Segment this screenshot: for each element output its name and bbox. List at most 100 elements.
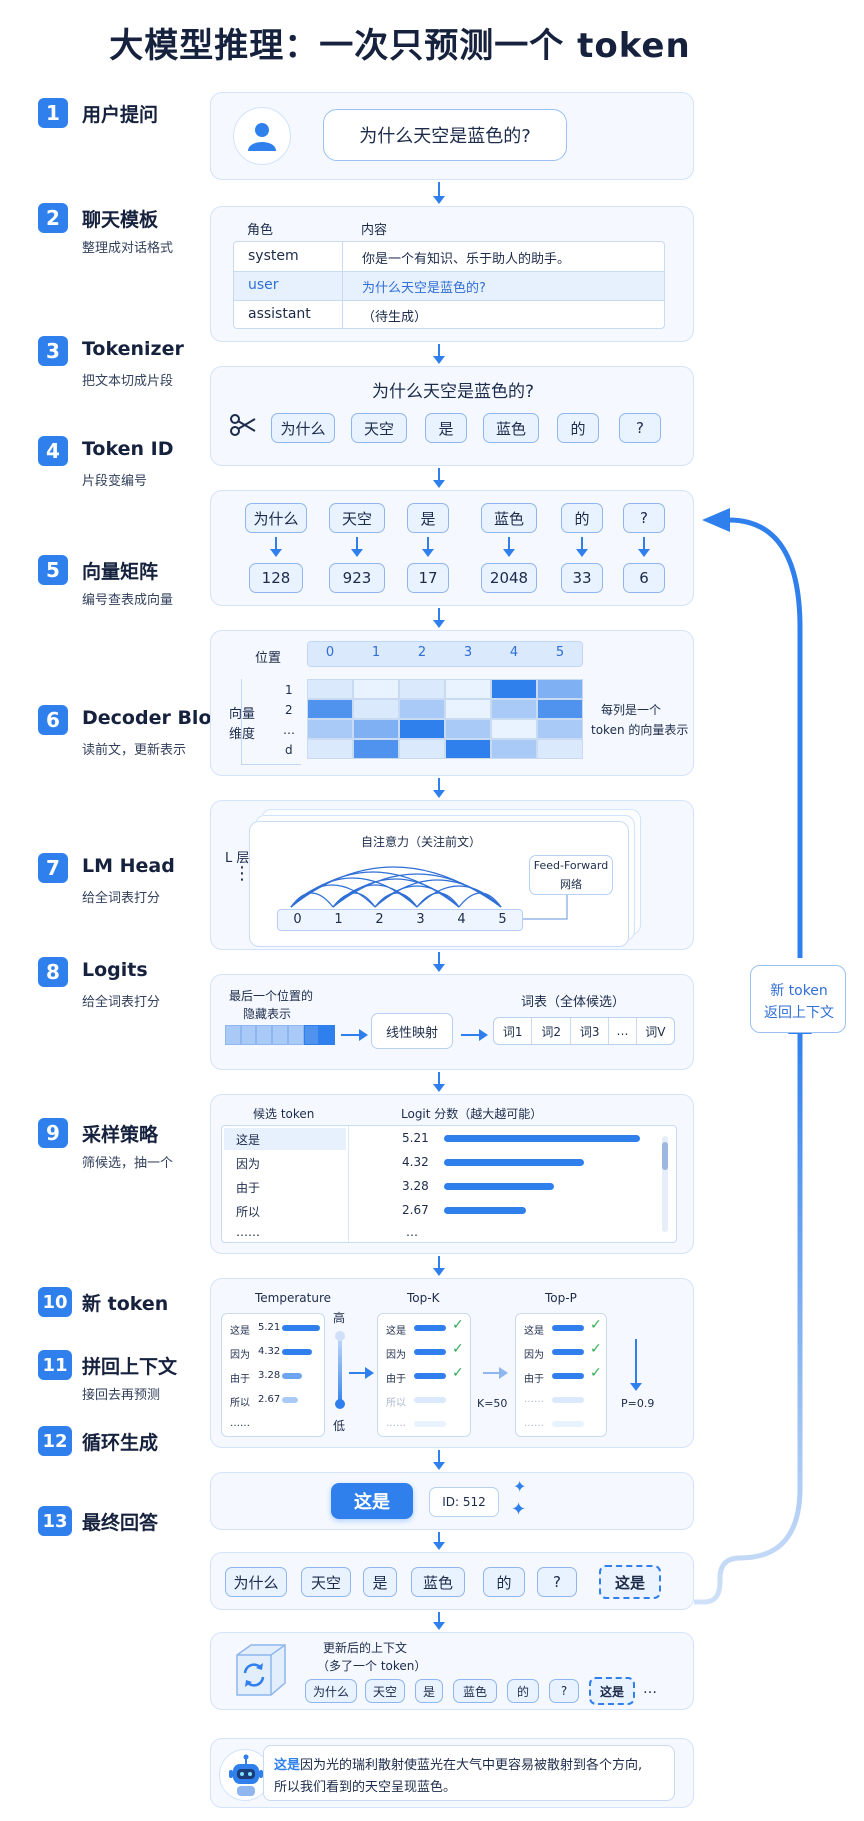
loop-back-label-box: 新 token 返回上下文 <box>750 965 846 1033</box>
topk-token: 这是 <box>386 1326 406 1337</box>
step-title: 用户提问 <box>82 104 159 126</box>
token-chip: 天空 <box>329 503 385 533</box>
slider-knob[interactable] <box>335 1399 345 1409</box>
matrix-cell <box>491 699 537 719</box>
id-arrow <box>575 537 589 557</box>
matrix-cell <box>537 739 583 759</box>
topk-bar <box>414 1349 446 1355</box>
table-cell: （待生成） <box>362 310 428 325</box>
scrollbar-thumb[interactable] <box>662 1142 668 1170</box>
id-arrow <box>421 537 435 557</box>
step-badge: 13 <box>38 1506 72 1536</box>
card-final-answer: 这是因为光的瑞利散射使蓝光在大气中更容易被散射到各个方向, 所以我们看到的天空呈… <box>210 1738 694 1808</box>
card-decoder-block: L 层 ⋮ 自注意力（关注前文） 0 1 2 3 4 5 Feed-Forwar… <box>210 800 694 950</box>
card-lm-head: 最后一个位置的 隐藏表示 线性映射 词表（全体候选） 词1 词2 词3 … 词V <box>210 974 694 1070</box>
flow-arrow <box>432 1450 446 1470</box>
step-subtitle: 读前文，更新表示 <box>82 743 187 758</box>
flow-arrow <box>432 1612 446 1630</box>
logit-score: 2.67 <box>402 1203 429 1217</box>
temp-low-label: 低 <box>333 1419 346 1433</box>
slider-knob[interactable] <box>335 1331 345 1341</box>
card-chat-template: 角色 内容 system 你是一个有知识、乐于助人的助手。 user 为什么天空… <box>210 206 694 342</box>
temp-bar <box>282 1397 298 1403</box>
step-title: Decoder Block <box>82 707 236 729</box>
card-append-context: 为什么 天空 是 蓝色 的 ? 这是 <box>210 1552 694 1610</box>
topk-token: 因为 <box>386 1350 406 1361</box>
matrix-cell <box>399 679 445 699</box>
flow-arrow <box>432 952 446 972</box>
sparkle-icon: ✦ <box>513 1477 527 1496</box>
token-chip: ? <box>623 503 665 533</box>
context-token: 蓝色 <box>411 1567 465 1597</box>
feed-forward-label: 网络 <box>560 878 582 891</box>
row-index: 2 <box>285 703 293 717</box>
embedding-grid <box>307 679 583 759</box>
feed-forward-box <box>529 855 613 895</box>
token-chip: ? <box>619 413 661 443</box>
temperature-slider[interactable] <box>338 1331 342 1407</box>
logit-bar <box>444 1207 526 1214</box>
page-title: 大模型推理：一次只预测一个 token <box>109 26 691 66</box>
table-cell: system <box>248 248 299 264</box>
topp-token: 由于 <box>524 1374 544 1385</box>
logit-bar <box>444 1159 584 1166</box>
vocab-cell: 词2 <box>532 1018 571 1044</box>
position-index: 1 <box>334 912 343 927</box>
card-user-question: 为什么天空是蓝色的? <box>210 92 694 180</box>
temp-token: …… <box>230 1418 250 1429</box>
logits-header: 候选 token <box>253 1107 315 1121</box>
token-id-chip: 33 <box>561 563 603 593</box>
logit-score: 5.21 <box>402 1131 429 1145</box>
loop-new-token: 这是 <box>589 1677 635 1705</box>
token-id-chip: 923 <box>329 563 385 593</box>
temp-value: 4.32 <box>258 1346 281 1357</box>
loop-token: 是 <box>415 1679 443 1703</box>
token-chip: 的 <box>561 503 603 533</box>
position-index: 3 <box>463 645 473 660</box>
temp-bar <box>282 1373 302 1379</box>
context-token: 是 <box>363 1567 397 1597</box>
step-title: Logits <box>82 959 148 981</box>
logit-score: … <box>406 1225 418 1239</box>
robot-icon <box>219 1749 271 1801</box>
table-divider <box>234 271 664 272</box>
position-label: 位置 <box>255 651 282 666</box>
answer-line-1: 这是因为光的瑞利散射使蓝光在大气中更容易被散射到各个方向, <box>274 1754 642 1773</box>
token-chip: 的 <box>557 413 599 443</box>
flow-arrow <box>432 778 446 798</box>
loop-label: （多了一个 token） <box>317 1659 427 1673</box>
position-index: 5 <box>555 645 565 660</box>
logit-token: 由于 <box>236 1181 261 1195</box>
logit-score: 3.28 <box>402 1179 429 1193</box>
logit-score: 4.32 <box>402 1155 429 1169</box>
layer-count-label: L 层 <box>225 851 250 866</box>
position-index: 5 <box>498 912 507 927</box>
answer-line-2: 所以我们看到的天空呈现蓝色。 <box>274 1780 457 1795</box>
card-embedding-matrix: 位置 0 1 2 3 4 5 向量 维度 1 2 … d 每列是一个 token <box>210 630 694 776</box>
matrix-cell <box>353 719 399 739</box>
row-index: 1 <box>285 683 293 697</box>
flow-arrow <box>432 1256 446 1276</box>
logits-header: Logit 分数（越大越可能） <box>401 1107 543 1121</box>
topp-panel: 这是 ✓ 因为 ✓ 由于 ✓ …… …… <box>515 1313 607 1437</box>
loop-more: … <box>643 1681 657 1697</box>
table-cell: assistant <box>248 306 311 322</box>
table-cell: 为什么天空是蓝色的? <box>362 281 486 296</box>
topk-token: 所以 <box>386 1398 406 1409</box>
temp-value: 2.67 <box>258 1394 281 1405</box>
vocab-row: 词1 词2 词3 … 词V <box>493 1017 675 1045</box>
context-token: ? <box>537 1567 577 1597</box>
loop-label: 更新后的上下文 <box>323 1641 408 1655</box>
flow-arrow <box>432 608 446 628</box>
arrow-right-icon <box>461 1029 488 1041</box>
step-title: LM Head <box>82 855 175 877</box>
temp-bar <box>282 1349 312 1355</box>
token-id-chip: 6 <box>623 563 665 593</box>
answer-text: 因为光的瑞利散射使蓝光在大气中更容易被散射到各个方向, <box>300 1758 643 1773</box>
step-badge: 2 <box>38 203 68 233</box>
scrollbar[interactable] <box>662 1136 668 1232</box>
position-index: 1 <box>371 645 381 660</box>
loop-token: 蓝色 <box>453 1679 497 1703</box>
step-badge: 11 <box>38 1350 72 1380</box>
table-row-highlight <box>234 271 664 300</box>
